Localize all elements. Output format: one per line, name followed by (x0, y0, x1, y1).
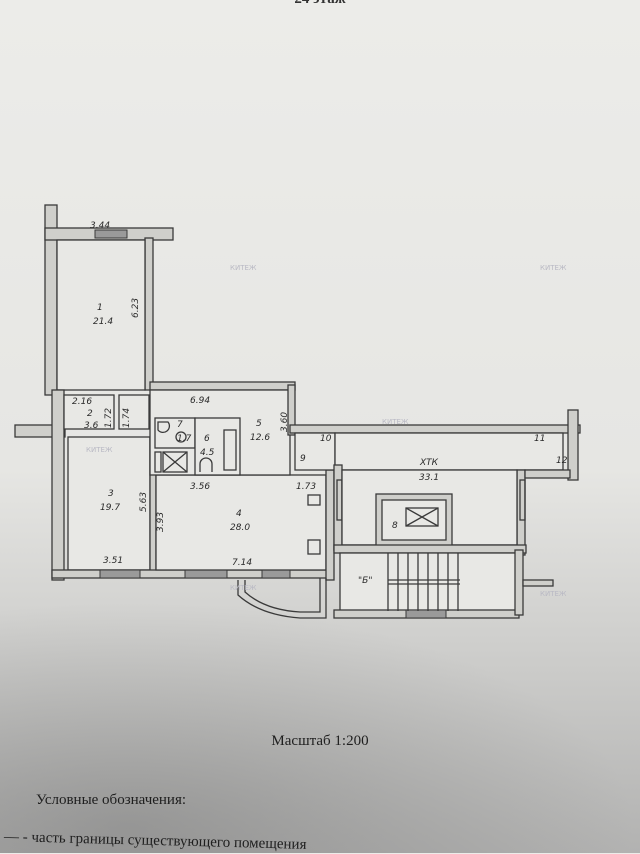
legend-title: Условные обозначения: (36, 792, 187, 808)
room-10-number: 10 (320, 434, 332, 444)
watermark: КИТЕЖ (230, 264, 257, 272)
room-5-number: 5 (256, 419, 262, 429)
watermarks: КИТЕЖ КИТЕЖ КИТЕЖ КИТЕЖ КИТЕЖ КИТЕЖ (86, 264, 567, 598)
room-2-width: 2.16 (72, 397, 92, 407)
watermark: КИТЕЖ (230, 584, 257, 592)
room-4-number: 4 (236, 509, 242, 519)
room-11-number: 11 (534, 434, 545, 444)
scale-label: Масштаб 1:200 (271, 733, 369, 749)
room-3-width: 3.51 (103, 556, 123, 566)
watermark: КИТЕЖ (540, 264, 567, 272)
room-5-area: 12.6 (250, 433, 270, 443)
room-12-number: 12 (556, 456, 568, 466)
watermark: КИТЕЖ (86, 446, 113, 454)
room-8 (381, 499, 447, 541)
room-4-width: 7.14 (232, 558, 252, 568)
window (94, 229, 128, 239)
stairs (387, 553, 460, 611)
room-8-number: 8 (392, 521, 398, 531)
room-9-width: 1.73 (296, 482, 316, 492)
room-5-length: 3.60 (280, 412, 290, 432)
common-area-walls (289, 409, 581, 619)
room-2-number: 2 (87, 409, 93, 419)
room-1-width: 3.44 (90, 221, 110, 231)
room-1-area: 21.4 (93, 317, 113, 327)
room-9 (294, 432, 336, 471)
room-2-length: 1.72 (104, 408, 114, 428)
room-6 (194, 417, 241, 476)
room-labels: 3.44 1 21.4 6.23 2.16 2 3.6 1.72 1.74 3 … (72, 221, 568, 586)
room-4-length: 3.93 (156, 512, 166, 532)
room-7-number: 7 (177, 420, 183, 430)
room-3-number: 3 (108, 489, 114, 499)
room-xtk-number: ХТК (419, 458, 439, 468)
room-1-length: 6.23 (131, 298, 141, 318)
room-2-area: 3.6 (84, 421, 99, 431)
apartment-walls (14, 204, 335, 619)
corridor-width: 1.74 (122, 408, 132, 428)
room-1 (56, 239, 146, 391)
floor-title: 24 этаж (0, 0, 640, 8)
room-1-number: 1 (97, 303, 103, 313)
xtk-corridor (334, 432, 564, 471)
photo-shadow (0, 600, 640, 853)
room-6-width: 3.56 (190, 482, 210, 492)
room-6-area: 4.5 (200, 448, 215, 458)
room-3-length: 5.63 (139, 492, 149, 512)
room-5-width: 6.94 (190, 396, 210, 406)
room-3-area: 19.7 (100, 503, 120, 513)
window (261, 569, 291, 579)
window (99, 569, 141, 579)
legend-line-symbol: — (3, 829, 23, 846)
room-9-number: 9 (300, 454, 306, 464)
room-4-area: 28.0 (230, 523, 250, 533)
room-xtk-area: 33.1 (419, 473, 439, 483)
room-2 (63, 394, 115, 430)
room-6-number: 6 (204, 434, 210, 444)
room-b-number: "Б" (358, 576, 372, 586)
room-7-area: 1.7 (177, 434, 192, 444)
corridor (118, 394, 150, 430)
watermark: КИТЕЖ (382, 418, 409, 426)
window (184, 569, 228, 579)
watermark: КИТЕЖ (540, 590, 567, 598)
